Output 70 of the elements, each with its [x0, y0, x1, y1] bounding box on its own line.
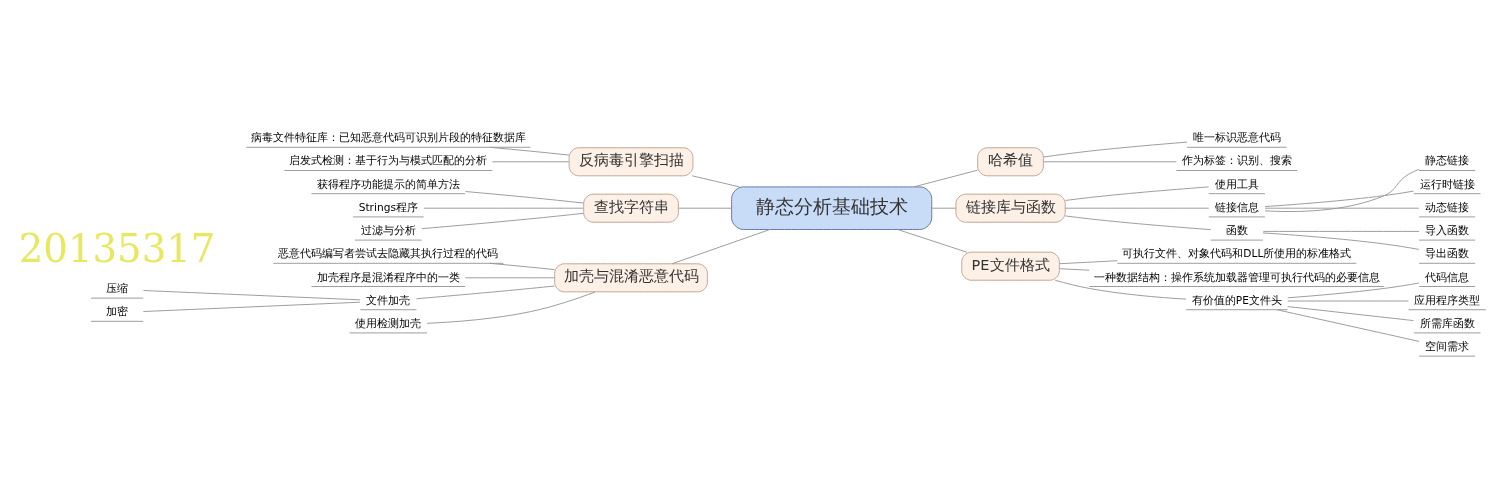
connector [913, 169, 978, 188]
node-text: 加壳程序是混淆程序中的一类 [316, 270, 460, 284]
node-box: 加壳与混淆恶意代码 [554, 263, 708, 293]
node-text: 使用检测加壳 [355, 316, 422, 330]
connector [897, 228, 968, 253]
connector [465, 277, 555, 279]
connector [1264, 168, 1420, 212]
connector [931, 207, 957, 209]
node-text: Strings程序 [358, 200, 418, 214]
connector [1059, 260, 1118, 265]
node-text: 链接信息 [1214, 200, 1259, 214]
connector [678, 207, 732, 209]
connector [426, 291, 596, 324]
node-box: 链接库与函数 [955, 193, 1066, 223]
node-box: 反病毒引擎扫描 [568, 147, 694, 177]
node-text: 静态链接 [1425, 154, 1470, 168]
node-text: 所需库函数 [1419, 316, 1475, 330]
node-text: 作为标签：识别、搜索 [1181, 154, 1292, 168]
node-text: 过滤与分析 [360, 224, 416, 238]
connector [1276, 309, 1420, 342]
node-box: 静态分析基础技术 [731, 186, 933, 230]
connector [1043, 141, 1188, 158]
node-text: 代码信息 [1425, 270, 1470, 284]
node-text: 恶意代码编写者尝试去隐藏其执行过程的代码 [278, 247, 499, 261]
connector [415, 285, 555, 300]
connector [1262, 230, 1420, 232]
node-box: 查找字符串 [583, 193, 679, 223]
node-text: 运行时链接 [1419, 177, 1475, 191]
node-box: 哈希值 [977, 147, 1044, 177]
node-text: 导出函数 [1425, 247, 1470, 261]
node-text: 压缩 [106, 282, 129, 296]
connector [489, 262, 555, 271]
node-text: 使用工具 [1214, 177, 1259, 191]
connector [421, 212, 584, 230]
connector [1287, 282, 1420, 299]
node-text: 函数 [1225, 224, 1248, 238]
connector [1054, 279, 1187, 300]
connector [491, 161, 570, 163]
node-text: 获得程序功能提示的简单方法 [316, 177, 460, 191]
connector [1065, 215, 1212, 231]
connector [142, 301, 361, 312]
node-text: 应用程序类型 [1414, 293, 1481, 307]
connector [1059, 268, 1090, 271]
connector [1287, 300, 1409, 302]
node-box: PE文件格式 [961, 251, 1060, 281]
connector [489, 146, 570, 156]
node-text: 动态链接 [1425, 200, 1470, 214]
connector [465, 191, 584, 204]
label: 20135317 [18, 226, 216, 272]
connector [1262, 232, 1420, 250]
node-text: 有价值的PE文件头 [1191, 293, 1282, 307]
node-text: 加密 [106, 305, 129, 319]
connector [1065, 186, 1210, 201]
connector [423, 207, 584, 209]
connector [671, 229, 771, 265]
connector [1064, 207, 1210, 209]
connector [1264, 207, 1420, 209]
connector [1287, 306, 1415, 322]
connector [142, 290, 361, 301]
node-text: 导入函数 [1425, 224, 1470, 238]
connector [1043, 161, 1177, 163]
connector [691, 175, 741, 188]
node-text: 空间需求 [1425, 340, 1470, 354]
node-text: 一种数据结构：操作系统加载器管理可执行代码的必要信息 [1093, 270, 1380, 284]
connector [1264, 190, 1414, 208]
node-text: 唯一标识恶意代码 [1192, 131, 1281, 145]
node-text: 病毒文件特征库：已知恶意代码可识别片段的特征数据库 [250, 131, 526, 145]
node-text: 可执行文件、对象代码和DLL所使用的标准格式 [1122, 247, 1352, 261]
node-text: 文件加壳 [366, 293, 411, 307]
node-text: 启发式检测：基于行为与模式匹配的分析 [289, 154, 488, 168]
